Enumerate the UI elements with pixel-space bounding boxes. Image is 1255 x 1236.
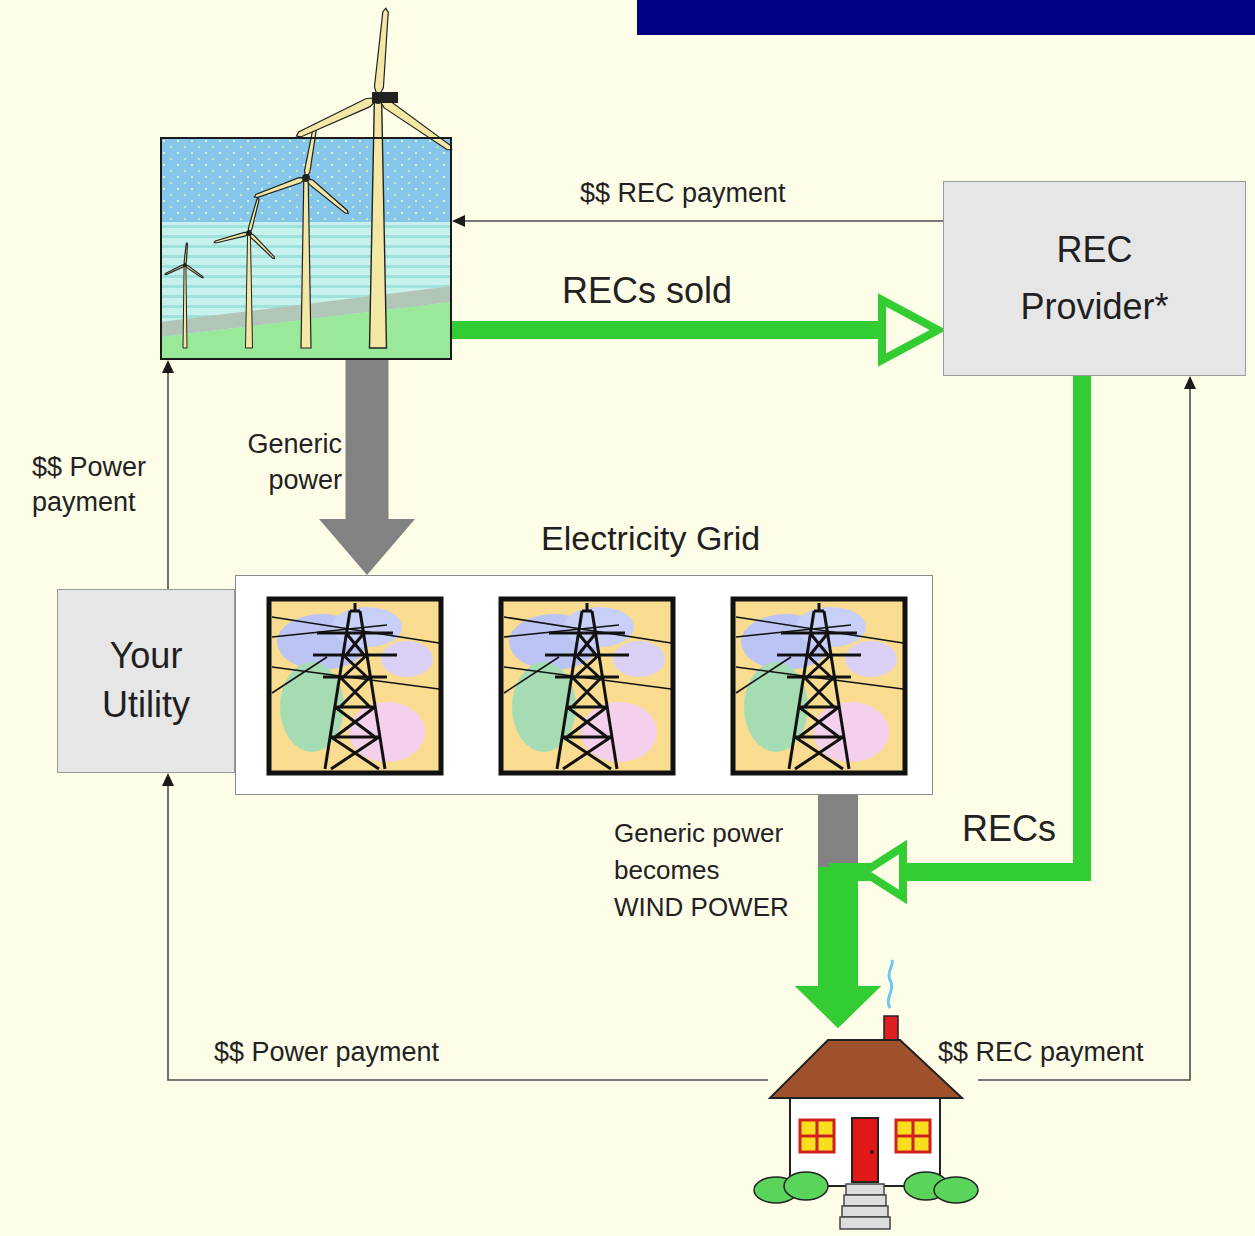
merge-arrowhead: [864, 847, 903, 897]
house-picture-part: [896, 1120, 930, 1152]
house-picture-part: [800, 1120, 834, 1152]
arrow-label: Generic power becomes WIND POWER: [612, 815, 794, 926]
house-picture-part: [844, 1195, 886, 1206]
wind-turbine-part: [165, 264, 186, 275]
wind-turbine-part: [301, 178, 311, 348]
wind-turbine-part: [248, 232, 276, 260]
house-picture-part: [800, 1120, 834, 1152]
electricity-grid-box: Electricity Grid: [235, 575, 933, 795]
arrow-label: $$ REC payment: [936, 1037, 1146, 1068]
house-picture-part: [934, 1177, 978, 1203]
node-label: Your Utility: [68, 632, 224, 729]
wind-turbine-part: [183, 263, 187, 267]
wind-turbine-part: [304, 176, 350, 216]
wind-turbine-part: [302, 174, 310, 182]
wind-turbine: [295, 8, 455, 348]
arrow-label: RECs sold: [560, 270, 734, 311]
wind-turbine-part: [374, 8, 391, 98]
house-picture-part: [896, 1120, 930, 1152]
wind-turbine: [253, 123, 350, 348]
pylon-picture: [733, 599, 905, 773]
wind-turbine-part: [370, 98, 387, 348]
house-picture-part: [842, 1206, 888, 1217]
arrowhead: [162, 773, 174, 786]
wind-turbine-part: [246, 230, 252, 236]
wind-turbine-part: [247, 198, 260, 234]
wind-farm-picture: [160, 8, 454, 360]
house-picture-part: [870, 1150, 874, 1154]
wind-turbine-part: [246, 233, 253, 348]
connector-line: [452, 321, 888, 339]
arrowhead: [1184, 376, 1196, 389]
wind-turbine-part: [183, 265, 187, 348]
arrowhead: [795, 986, 881, 1028]
title-bar: [637, 0, 1255, 35]
house-picture-part: [770, 1040, 962, 1098]
grid-heading: Electricity Grid: [541, 518, 760, 559]
wind-turbine-part: [253, 175, 307, 199]
arrow-label: $$ Power payment: [30, 450, 166, 520]
house-picture: [754, 960, 978, 1229]
house-picture-part: [852, 1118, 878, 1182]
arrow-label: RECs: [960, 808, 1058, 849]
wind-turbine-part: [372, 92, 384, 104]
house-picture-part: [846, 1184, 884, 1195]
wind-turbine: [214, 198, 276, 348]
wind-turbine-part: [184, 243, 188, 265]
arrowhead: [882, 300, 938, 360]
grid-ground: [235, 575, 933, 795]
arrowhead: [795, 986, 881, 1028]
arrowhead: [319, 519, 415, 575]
connector-line: [978, 387, 1190, 1080]
node-label: REC Provider*: [984, 222, 1205, 336]
arrow-label: $$ Power payment: [212, 1037, 441, 1068]
arrow-label: Generic power: [228, 426, 344, 499]
connector-line: [463, 220, 943, 222]
connector-arrow: [978, 376, 1196, 1080]
arrowhead: [452, 215, 465, 227]
house-picture-part: [888, 960, 892, 1008]
arrowhead: [162, 360, 174, 373]
connector-line: [167, 371, 169, 589]
wind-turbine-part: [372, 92, 398, 103]
pylon-picture: [269, 599, 441, 773]
wind-turbine: [165, 243, 204, 348]
wind-farm-box: [160, 137, 452, 360]
utility-box: Your Utility: [57, 589, 235, 773]
house-picture-part: [784, 1172, 828, 1200]
arrow-label: $$ REC payment: [578, 178, 788, 209]
connector-arrow: [795, 376, 1082, 1028]
wind-turbine-part: [295, 94, 380, 140]
wind-turbine-part: [375, 94, 454, 153]
connector-arrow: [452, 215, 943, 227]
wind-turbine-part: [214, 231, 250, 244]
house-picture-part: [840, 1217, 890, 1229]
pylon-picture: [501, 599, 673, 773]
rec-provider-box: REC Provider*: [943, 181, 1246, 376]
connector-line: [838, 376, 1082, 988]
wind-turbine-part: [184, 264, 203, 278]
connector-line: [346, 360, 389, 521]
